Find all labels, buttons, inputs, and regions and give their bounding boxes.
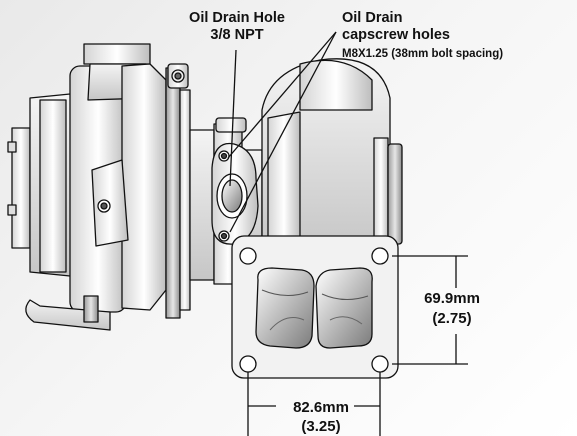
leader-lines <box>227 31 337 233</box>
capscrew-holes-label: Oil Drain capscrew holes M8X1.25 (38mm b… <box>342 10 503 63</box>
turbine-housing <box>261 58 403 253</box>
capscrew-title: Oil Drain <box>342 10 403 26</box>
compressor-housing <box>7 43 191 331</box>
oil-drain-hole-size: 3/8 NPT <box>210 27 264 43</box>
oil-drain-hole-title: Oil Drain Hole <box>189 10 285 26</box>
height-in: (2.75) <box>432 310 472 327</box>
capscrew-spec: M8X1.25 (38mm bolt spacing) <box>342 48 504 60</box>
width-in: (3.25) <box>301 418 341 435</box>
height-mm: 69.9mm <box>424 290 480 307</box>
oil-drain-hole-label: Oil Drain Hole 3/8 NPT <box>163 10 311 44</box>
width-mm: 82.6mm <box>293 399 349 416</box>
turbine-inlet-flange <box>231 235 399 379</box>
dimension-width <box>247 372 381 436</box>
capscrew-subtitle: capscrew holes <box>342 27 450 43</box>
height-dimension-label: 69.9mm (2.75) <box>404 289 500 329</box>
width-dimension-label: 82.6mm (3.25) <box>272 398 370 436</box>
dimension-height <box>392 255 468 365</box>
center-housing <box>189 117 263 285</box>
